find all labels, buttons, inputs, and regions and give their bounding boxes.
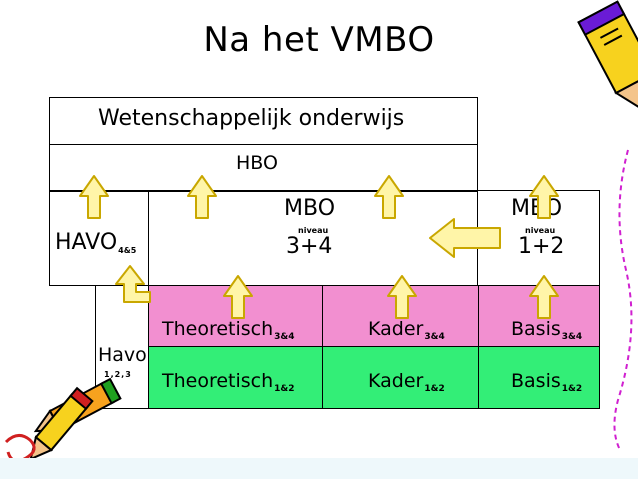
- arrow-up-theoretisch-icon: [223, 275, 253, 319]
- havo-text: HAVO: [55, 230, 118, 255]
- hbo-box: [49, 144, 478, 192]
- bottom-strip: [0, 458, 638, 479]
- decorative-dash-line: [613, 149, 633, 451]
- track-label-theoretisch-12: Theoretisch1&2: [162, 370, 295, 394]
- arrow-up-mbo-b-icon: [374, 175, 404, 219]
- arrow-up-basis-icon: [529, 275, 559, 319]
- havo-label: HAVO4&5: [55, 230, 136, 255]
- track-label-theoretisch-34: Theoretisch3&4: [162, 318, 295, 342]
- arrow-bent-havo-icon: [115, 265, 151, 303]
- pencil-top-icon: [577, 0, 638, 118]
- mbo-right-niveau: niveau: [525, 226, 556, 235]
- havo-low-sub: 1,2,3: [104, 370, 132, 379]
- track-label-kader-34: Kader3&4: [368, 318, 445, 342]
- track-basis-12: [478, 346, 600, 409]
- pencil-bottom-b-icon: [29, 386, 94, 461]
- wo-label: Wetenschappelijk onderwijs: [98, 106, 405, 131]
- hbo-label: HBO: [236, 152, 278, 174]
- mbo-left-value: 3+4: [286, 234, 333, 259]
- track-label-basis-34: Basis3&4: [511, 318, 583, 342]
- mbo-right-label: MBO: [511, 196, 563, 221]
- track-label-basis-12: Basis1&2: [511, 370, 583, 394]
- page-title: Na het VMBO: [203, 20, 435, 60]
- mbo-right-value: 1+2: [518, 234, 565, 259]
- arrow-up-mbo12-icon: [529, 175, 559, 219]
- arrow-left-icon: [429, 218, 501, 258]
- track-theoretisch-12: [148, 346, 323, 409]
- havo-sub: 4&5: [118, 246, 137, 255]
- mbo-left-label: MBO: [284, 196, 336, 221]
- arrow-up-mbo-a-icon: [187, 175, 217, 219]
- havo-low-label: Havo: [98, 344, 147, 366]
- arrow-up-havo-icon: [79, 175, 109, 219]
- mbo-left-niveau: niveau: [298, 226, 329, 235]
- track-kader-12: [322, 346, 479, 409]
- track-label-kader-12: Kader1&2: [368, 370, 445, 394]
- arrow-up-kader-icon: [387, 275, 417, 319]
